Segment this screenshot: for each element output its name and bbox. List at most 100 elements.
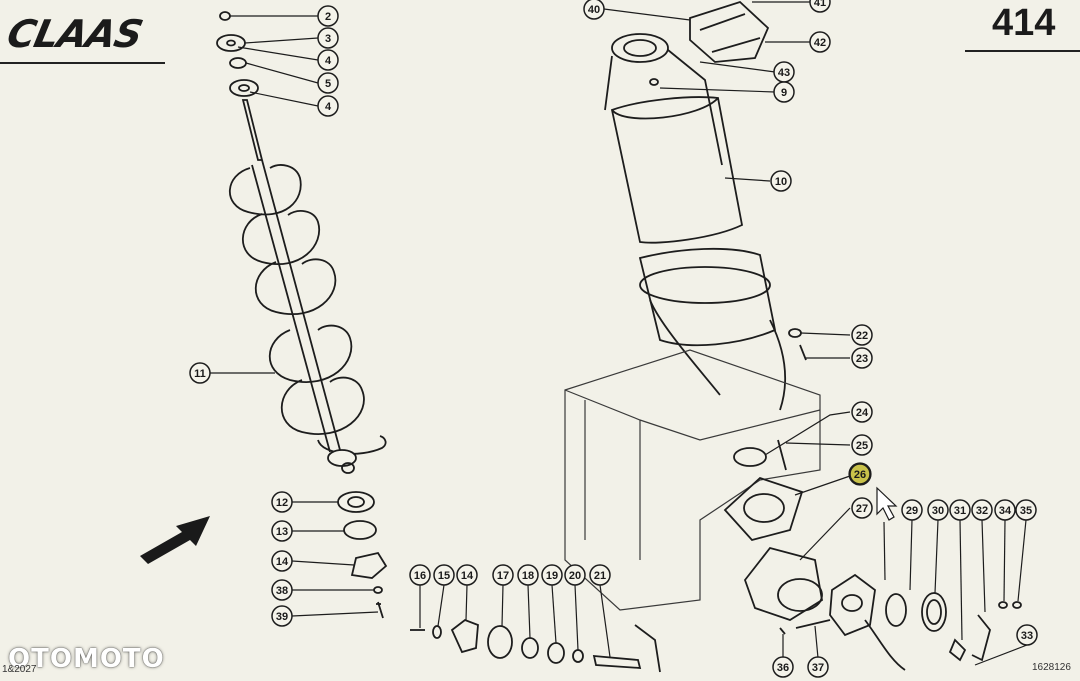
part-bolt-23 — [799, 344, 807, 361]
auger-shaft — [251, 159, 341, 453]
callout-11-label: 11 — [194, 368, 206, 380]
callout-41: 41 — [809, 0, 831, 13]
drawing-code-left: 1&2027 — [2, 664, 37, 675]
part-bolt-25 — [777, 439, 787, 471]
part-tube-10 — [610, 96, 744, 244]
callout-5: 5 — [317, 72, 339, 94]
callout-29-label: 29 — [906, 505, 918, 517]
callout-4a: 4 — [317, 49, 339, 71]
callout-16-label: 16 — [414, 570, 426, 582]
part-bolt-9 — [649, 78, 659, 86]
part-flange-plate — [723, 476, 804, 542]
callout-25: 25 — [851, 434, 873, 456]
callout-23-label: 23 — [856, 353, 868, 365]
callout-43: 43 — [773, 61, 795, 83]
callout-19: 19 — [541, 564, 563, 586]
callout-39-label: 39 — [276, 611, 288, 623]
part-lower-tube — [638, 247, 777, 347]
callout-34: 34 — [994, 499, 1016, 521]
part-shaft-21 — [592, 654, 642, 669]
callout-42: 42 — [809, 31, 831, 53]
callout-17: 17 — [492, 564, 514, 586]
part-bolt-39 — [376, 601, 384, 619]
part-bracket-42-detail — [699, 13, 761, 53]
part-oring-24 — [733, 447, 767, 467]
auger-flight-4 — [268, 324, 353, 383]
part-link-32 — [971, 614, 991, 662]
auger-shaft-top — [241, 99, 264, 161]
callout-36: 36 — [772, 656, 794, 678]
callout-25-label: 25 — [856, 440, 868, 452]
drawing-code-right: 1628126 — [1032, 662, 1071, 673]
part-cable — [864, 619, 906, 671]
callout-21-label: 21 — [594, 570, 606, 582]
callout-5-label: 5 — [325, 78, 331, 90]
part-gasket-plate-hole — [841, 594, 863, 612]
part-ring-13 — [343, 520, 377, 540]
part-washer-34 — [998, 601, 1008, 609]
part-ring-20 — [572, 649, 584, 663]
callout-31-label: 31 — [954, 505, 966, 517]
callout-22-label: 22 — [856, 330, 868, 342]
auger-flight-end — [317, 435, 387, 455]
callout-4b: 4 — [317, 95, 339, 117]
page-number-underline — [965, 50, 1080, 52]
callout-14a-label: 14 — [276, 556, 289, 568]
part-washer-3 — [216, 34, 246, 52]
callout-15: 15 — [433, 564, 455, 586]
part-ring-30 — [921, 592, 947, 632]
logo-underline — [0, 62, 165, 64]
frame-housing — [564, 349, 821, 611]
watermark-logo: OTOMOTO — [8, 644, 165, 674]
callout-9: 9 — [773, 81, 795, 103]
part-gear-14b — [450, 618, 479, 654]
auger-drive-parts — [337, 491, 388, 619]
callout-37: 37 — [807, 656, 829, 678]
part-gearbox-27-face — [777, 578, 823, 612]
part-bearing-12 — [337, 491, 375, 513]
callout-13-label: 13 — [276, 526, 288, 538]
auger-shaft-end — [341, 462, 355, 474]
callout-3-label: 3 — [325, 33, 331, 45]
part-bearing-17 — [487, 625, 513, 659]
part-bearing-12-bore — [347, 496, 365, 508]
auger-assembly — [216, 11, 387, 474]
callout-41-label: 41 — [814, 0, 826, 9]
part-ring-30-inner — [926, 599, 942, 625]
part-flange-43-bore — [623, 39, 657, 57]
part-handle-rod — [604, 49, 723, 166]
part-gearbox-27 — [743, 546, 823, 621]
callout-32: 32 — [971, 499, 993, 521]
part-nut-35 — [1012, 601, 1022, 609]
callout-27-label: 27 — [856, 503, 868, 515]
callout-14b-label: 14 — [461, 570, 474, 582]
callout-34-label: 34 — [999, 505, 1012, 517]
part-flange-43 — [611, 33, 669, 63]
callout-21: 21 — [589, 564, 611, 586]
callout-33-label: 33 — [1021, 630, 1033, 642]
part-ring-19 — [547, 642, 565, 664]
callout-39: 39 — [271, 605, 293, 627]
callout-36-label: 36 — [777, 662, 789, 674]
callout-40-label: 40 — [588, 4, 600, 16]
callout-43-label: 43 — [778, 67, 790, 79]
callout-32-label: 32 — [976, 505, 988, 517]
arrow-icon — [140, 516, 210, 564]
callout-20-label: 20 — [569, 570, 581, 582]
part-washer-15 — [432, 625, 442, 639]
callout-26: 26 — [849, 463, 871, 485]
callout-30-label: 30 — [932, 505, 944, 517]
auger-flight-5 — [280, 376, 365, 435]
part-ring-29 — [885, 593, 907, 627]
callout-11: 11 — [189, 362, 211, 384]
callout-12: 12 — [271, 491, 293, 513]
auger-flight-1 — [228, 164, 302, 216]
callout-19-label: 19 — [546, 570, 558, 582]
callout-40: 40 — [583, 0, 605, 20]
part-gear-14 — [350, 551, 388, 579]
part-shaft-37 — [779, 619, 831, 635]
callout-18-label: 18 — [522, 570, 534, 582]
callout-12-label: 12 — [276, 497, 288, 509]
callout-37-label: 37 — [812, 662, 824, 674]
